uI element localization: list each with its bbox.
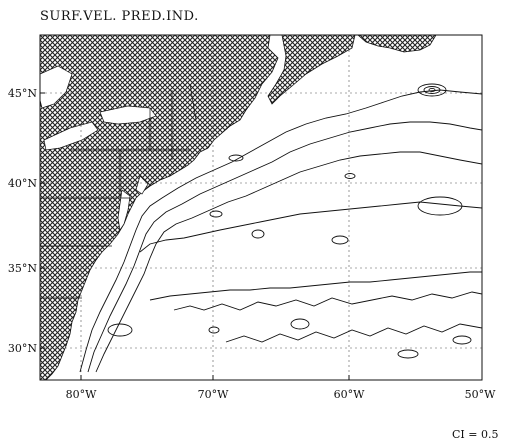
contour-line — [173, 291, 482, 311]
lat-label-40n: 40°N — [8, 177, 37, 190]
lon-label-50w: 50°W — [465, 388, 496, 401]
eddy-contour — [423, 86, 441, 94]
contour-interval-label: CI = 0.5 — [452, 428, 499, 441]
contour-line — [139, 201, 482, 253]
eddy-contour — [209, 210, 223, 218]
lon-label-70w: 70°W — [198, 388, 229, 401]
eddy-contour — [331, 235, 349, 245]
contour-line — [95, 151, 482, 373]
north-america-land — [40, 35, 279, 380]
delaware-bay — [135, 175, 149, 195]
graticule — [40, 35, 482, 380]
eddy-contour — [107, 323, 133, 337]
nova-scotia-land — [267, 35, 356, 105]
land-masses — [40, 35, 437, 380]
tick-marks — [40, 92, 350, 380]
velocity-contours — [79, 83, 482, 373]
lon-label-60w: 60°W — [334, 388, 365, 401]
eddy-contour — [417, 83, 447, 97]
eddy-contour — [208, 326, 220, 334]
lat-label-30n: 30°N — [8, 342, 37, 355]
map-frame — [39, 34, 483, 381]
lon-label-80w: 80°W — [66, 388, 97, 401]
eddy-contour — [251, 229, 265, 239]
lake-ontario — [99, 105, 157, 125]
contour-line — [149, 271, 482, 301]
lat-label-35n: 35°N — [8, 262, 37, 275]
eddy-contour — [344, 173, 356, 179]
lat-label-45n: 45°N — [8, 87, 37, 100]
eddy-contour — [397, 349, 419, 359]
contour-line — [225, 323, 482, 343]
eddy-contour — [428, 87, 436, 93]
eddy-contour — [290, 318, 310, 330]
state-boundaries — [40, 83, 197, 299]
contour-line — [79, 89, 482, 373]
newfoundland-land — [357, 35, 437, 53]
lake-erie — [43, 121, 99, 151]
map-title: SURF.VEL. PRED.IND. — [40, 9, 199, 24]
eddy-contour — [452, 335, 472, 345]
eddy-contour — [417, 196, 463, 216]
contour-line — [87, 121, 482, 373]
eddy-contour — [228, 154, 244, 162]
